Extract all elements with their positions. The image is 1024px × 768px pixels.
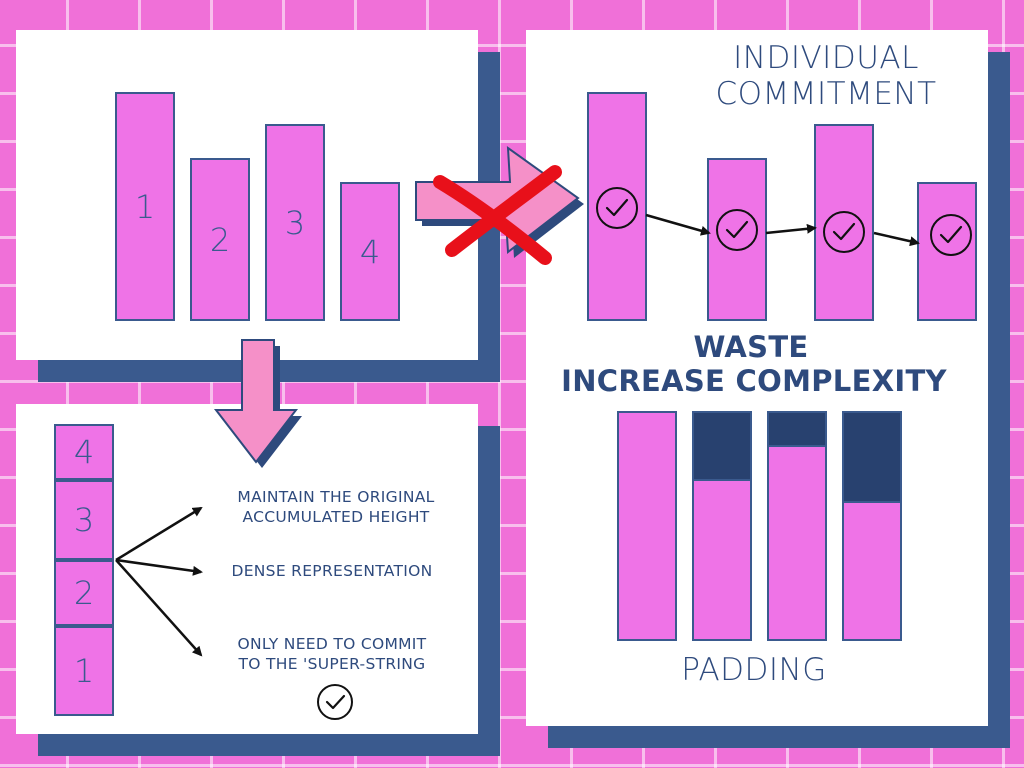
stack-block-1: 1	[54, 626, 114, 716]
panel-dense: 4 3 2 1 MAINTAIN THE ORIGINAL ACCUMULATE…	[16, 404, 478, 734]
caption-dense-representation: DENSE REPRESENTATION	[231, 562, 433, 580]
padded-bar-2	[692, 411, 752, 641]
stack-block-2: 2	[54, 560, 114, 626]
caption-commit-line-2: TO THE 'SUPER-STRING	[238, 655, 426, 673]
stack-block-4: 4	[54, 424, 114, 480]
original-bar-2: 2	[190, 158, 250, 321]
caption-commit-super-string: ONLY NEED TO COMMIT TO THE 'SUPER-STRING	[192, 634, 472, 674]
individual-bar-4	[917, 182, 977, 321]
caption-maintain-line-2: ACCUMULATED HEIGHT	[242, 508, 430, 526]
original-bar-1: 1	[115, 92, 175, 321]
increase-complexity-label: INCREASE COMPLEXITY	[561, 364, 947, 398]
panel-original: 1 2 3 4	[16, 30, 478, 360]
individual-bar-2	[707, 158, 767, 321]
caption-maintain-line-1: MAINTAIN THE ORIGINAL	[237, 488, 435, 506]
padded-bar-1	[617, 411, 677, 641]
title-individual-line-1: INDIVIDUAL	[733, 40, 919, 76]
padding-label: PADDING	[681, 652, 827, 688]
individual-bar-1	[587, 92, 647, 321]
waste-label: WASTE	[693, 330, 809, 364]
title-individual-commitment: INDIVIDUAL COMMITMENT	[646, 40, 1006, 112]
padding-block-3	[769, 413, 825, 447]
padded-bar-4	[842, 411, 902, 641]
title-individual-line-2: COMMITMENT	[715, 76, 937, 112]
padding-block-2	[694, 413, 750, 481]
padding-block-4	[844, 413, 900, 504]
original-bar-3: 3	[265, 124, 325, 321]
individual-bar-3	[814, 124, 874, 321]
padded-bar-3	[767, 411, 827, 641]
stack-block-3: 3	[54, 480, 114, 560]
panel-individual: INDIVIDUAL COMMITMENT WASTE INCREASE COM…	[526, 30, 988, 726]
caption-commit-line-1: ONLY NEED TO COMMIT	[237, 635, 427, 653]
original-bar-4: 4	[340, 182, 400, 321]
check-icon-dense	[317, 684, 353, 720]
caption-maintain-height: MAINTAIN THE ORIGINAL ACCUMULATED HEIGHT	[196, 487, 476, 527]
